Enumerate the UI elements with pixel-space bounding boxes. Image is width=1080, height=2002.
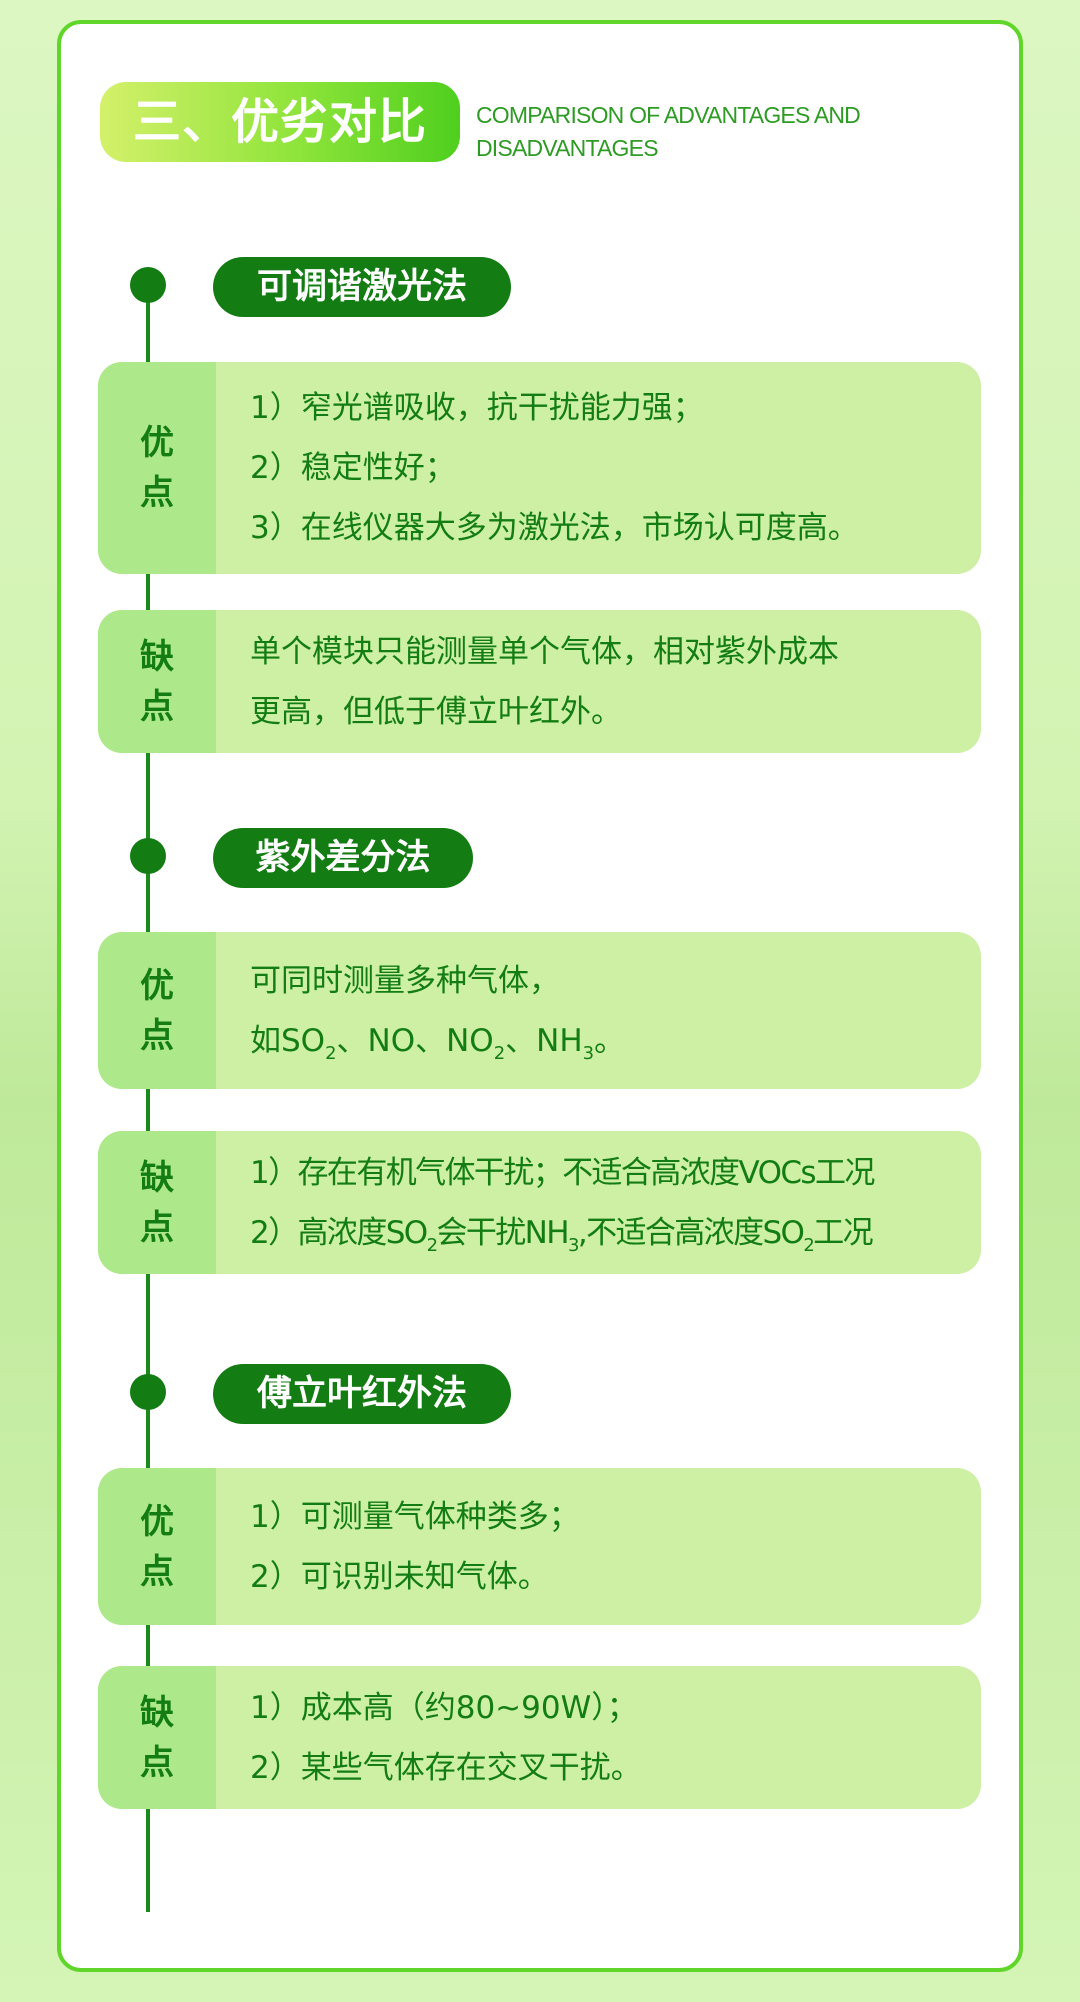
cons-content: 单个模块只能测量单个气体，相对紫外成本 更高，但低于傅立叶红外。 — [250, 610, 981, 753]
pros-box-tunable-laser: 优 点 1）窄光谱吸收，抗干扰能力强； 2）稳定性好； 3）在线仪器大多为激光法… — [98, 362, 981, 574]
cons-content: 1）成本高（约80~90W）； 2）某些气体存在交叉干扰。 — [250, 1666, 981, 1809]
method-title-tunable-laser: 可调谐激光法 — [213, 257, 511, 317]
cons-line: 单个模块只能测量单个气体，相对紫外成本 — [250, 633, 839, 670]
pros-line: 1）窄光谱吸收，抗干扰能力强； — [250, 390, 704, 426]
timeline-dot — [130, 267, 166, 303]
pros-line: 可同时测量多种气体， — [250, 962, 560, 999]
pros-content: 1）窄光谱吸收，抗干扰能力强； 2）稳定性好； 3）在线仪器大多为激光法，市场认… — [250, 362, 981, 574]
section-title: 三、优劣对比 — [100, 82, 460, 162]
pros-label: 优 点 — [98, 1468, 216, 1625]
pros-line: 1）可测量气体种类多； — [250, 1498, 580, 1535]
pros-label: 优 点 — [98, 932, 216, 1089]
cons-line: 2）高浓度SO2会干扰NH3,不适合高浓度SO2工况 — [250, 1214, 874, 1256]
cons-content: 1）存在有机气体干扰；不适合高浓度VOCs工况 2）高浓度SO2会干扰NH3,不… — [250, 1131, 981, 1274]
cons-label: 缺 点 — [98, 1666, 216, 1809]
cons-label: 缺 点 — [98, 610, 216, 753]
pros-line: 2）稳定性好； — [250, 450, 456, 486]
pros-box-ftir: 优 点 1）可测量气体种类多； 2）可识别未知气体。 — [98, 1468, 981, 1625]
cons-line: 更高，但低于傅立叶红外。 — [250, 693, 622, 730]
pros-line: 3）在线仪器大多为激光法，市场认可度高。 — [250, 510, 859, 546]
pros-line: 2）可识别未知气体。 — [250, 1558, 549, 1595]
cons-box-ftir: 缺 点 1）成本高（约80~90W）； 2）某些气体存在交叉干扰。 — [98, 1666, 981, 1809]
cons-box-uv-doas: 缺 点 1）存在有机气体干扰；不适合高浓度VOCs工况 2）高浓度SO2会干扰N… — [98, 1131, 981, 1274]
timeline-dot — [130, 1374, 166, 1410]
cons-line: 1）成本高（约80~90W）； — [250, 1689, 638, 1726]
cons-line: 2）某些气体存在交叉干扰。 — [250, 1749, 642, 1786]
pros-content: 1）可测量气体种类多； 2）可识别未知气体。 — [250, 1468, 981, 1625]
pros-content: 可同时测量多种气体， 如SO2、NO、NO2、NH3。 — [250, 932, 981, 1089]
method-title-ftir: 傅立叶红外法 — [213, 1364, 511, 1424]
cons-label: 缺 点 — [98, 1131, 216, 1274]
timeline-line — [146, 284, 150, 1912]
cons-box-tunable-laser: 缺 点 单个模块只能测量单个气体，相对紫外成本 更高，但低于傅立叶红外。 — [98, 610, 981, 753]
pros-line: 如SO2、NO、NO2、NH3。 — [250, 1022, 626, 1064]
timeline-dot — [130, 838, 166, 874]
pros-box-uv-doas: 优 点 可同时测量多种气体， 如SO2、NO、NO2、NH3。 — [98, 932, 981, 1089]
cons-line: 1）存在有机气体干扰；不适合高浓度VOCs工况 — [250, 1154, 875, 1191]
section-subtitle: COMPARISON OF ADVANTAGES AND DISADVANTAG… — [476, 102, 861, 161]
pros-label: 优 点 — [98, 362, 216, 574]
method-title-uv-doas: 紫外差分法 — [213, 828, 473, 888]
